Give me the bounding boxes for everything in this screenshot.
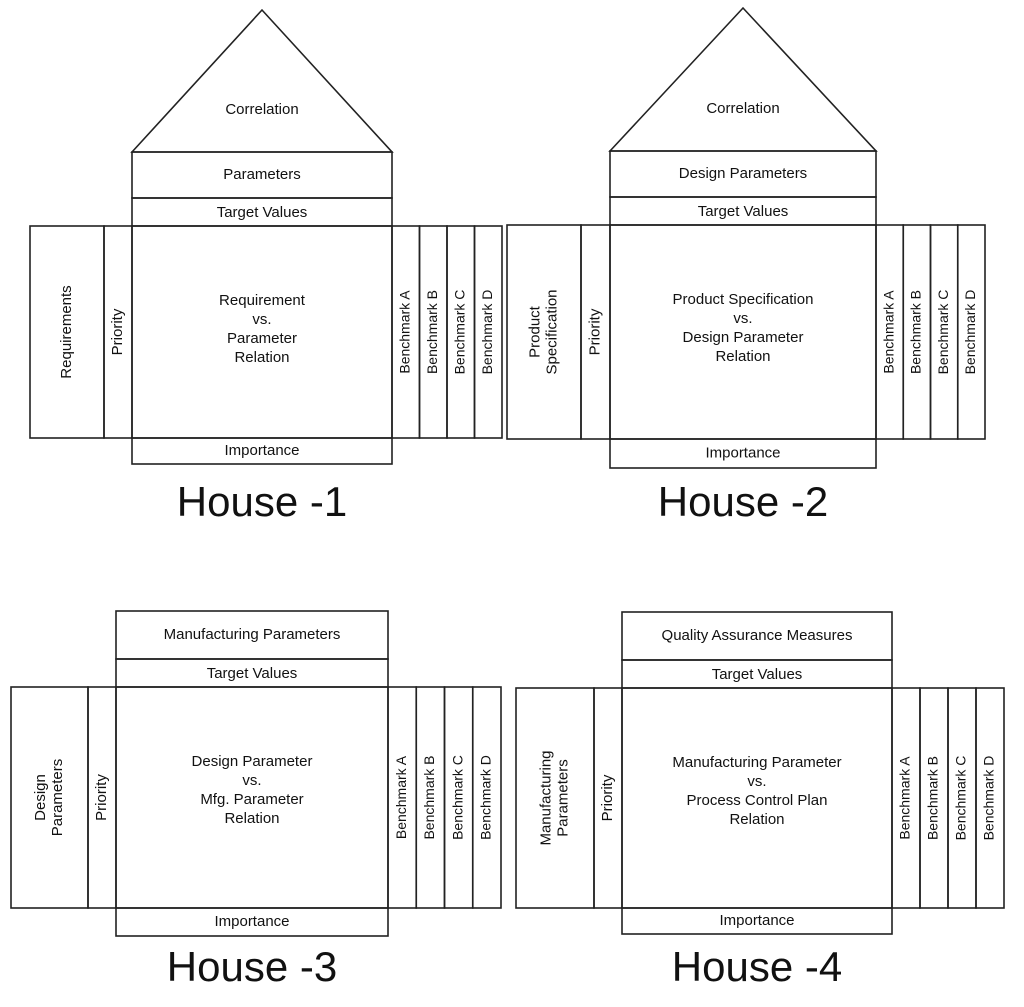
priority-label: Priority bbox=[599, 774, 616, 821]
target-values-label: Target Values bbox=[698, 203, 789, 220]
left-requirements-label: Parameters bbox=[554, 759, 571, 837]
parameters-header-label: Design Parameters bbox=[679, 165, 807, 182]
left-requirements-label: Design bbox=[32, 774, 49, 821]
relation-matrix-label: Relation bbox=[224, 810, 279, 827]
benchmark-label: Benchmark A bbox=[880, 290, 896, 374]
benchmark-column bbox=[471, 686, 502, 909]
relation-matrix-label: Design Parameter bbox=[683, 329, 804, 346]
benchmark-column bbox=[956, 224, 986, 440]
relation-matrix-label: Product Specification bbox=[673, 291, 814, 308]
roof-triangle bbox=[608, 6, 878, 152]
left-requirements-label: Requirements bbox=[58, 285, 75, 378]
benchmark-label: Benchmark B bbox=[421, 755, 437, 839]
benchmark-column bbox=[473, 225, 503, 439]
roof-correlation-label: Correlation bbox=[225, 101, 298, 118]
roof-triangle bbox=[130, 8, 394, 153]
left-requirements-label: Product bbox=[526, 305, 543, 358]
benchmark-label: Benchmark D bbox=[479, 290, 495, 375]
benchmark-label: Benchmark C bbox=[953, 756, 969, 841]
importance-box bbox=[115, 907, 389, 937]
importance-box bbox=[131, 437, 393, 465]
benchmark-label: Benchmark D bbox=[962, 290, 978, 375]
importance-box bbox=[609, 438, 877, 469]
benchmark-label: Benchmark C bbox=[451, 290, 467, 375]
parameters-header-label: Manufacturing Parameters bbox=[164, 626, 341, 643]
target-values-label: Target Values bbox=[712, 666, 803, 683]
benchmark-label: Benchmark B bbox=[908, 290, 924, 374]
benchmark-label: Benchmark C bbox=[935, 290, 951, 375]
benchmark-label: Benchmark D bbox=[981, 756, 997, 841]
benchmark-label: Benchmark A bbox=[396, 290, 412, 374]
left-requirements-label: Specification bbox=[543, 289, 560, 374]
benchmark-column bbox=[975, 687, 1005, 909]
house-title: House -1 bbox=[177, 478, 347, 525]
relation-matrix-label: vs. bbox=[747, 773, 766, 790]
relation-matrix-label: vs. bbox=[252, 311, 271, 328]
target-values-label: Target Values bbox=[217, 204, 308, 221]
left-requirements-label: Parameters bbox=[49, 759, 66, 837]
relation-matrix-label: Relation bbox=[234, 349, 289, 366]
importance-label: Importance bbox=[224, 442, 299, 459]
relation-matrix-label: Parameter bbox=[227, 330, 297, 347]
importance-label: Importance bbox=[719, 912, 794, 929]
priority-label: Priority bbox=[586, 308, 603, 355]
relation-matrix-label: vs. bbox=[733, 310, 752, 327]
target-values-label: Target Values bbox=[207, 665, 298, 682]
relation-matrix-label: vs. bbox=[242, 772, 261, 789]
benchmark-label: Benchmark A bbox=[897, 756, 913, 840]
relation-matrix-label: Manufacturing Parameter bbox=[672, 754, 841, 771]
benchmark-label: Benchmark B bbox=[925, 756, 941, 840]
priority-label: Priority bbox=[109, 308, 126, 355]
house-title: House -2 bbox=[658, 478, 828, 525]
importance-box bbox=[621, 907, 893, 935]
roof-correlation-label: Correlation bbox=[706, 100, 779, 117]
benchmark-label: Benchmark C bbox=[449, 755, 465, 840]
parameters-header-label: Quality Assurance Measures bbox=[662, 627, 853, 644]
left-requirements-label: Manufacturing bbox=[537, 750, 554, 845]
relation-matrix-label: Relation bbox=[729, 811, 784, 828]
benchmark-label: Benchmark D bbox=[478, 755, 494, 840]
house-title: House -4 bbox=[672, 943, 842, 990]
house-title: House -3 bbox=[167, 943, 337, 990]
relation-matrix-label: Design Parameter bbox=[192, 753, 313, 770]
importance-label: Importance bbox=[705, 444, 780, 461]
relation-matrix-label: Relation bbox=[715, 348, 770, 365]
relation-matrix-label: Process Control Plan bbox=[687, 792, 828, 809]
benchmark-label: Benchmark B bbox=[424, 290, 440, 374]
benchmark-label: Benchmark A bbox=[393, 755, 409, 839]
parameters-header-label: Parameters bbox=[223, 166, 301, 183]
priority-label: Priority bbox=[93, 774, 110, 821]
relation-matrix-label: Requirement bbox=[219, 292, 306, 309]
relation-matrix-label: Mfg. Parameter bbox=[200, 791, 303, 808]
importance-label: Importance bbox=[214, 913, 289, 930]
